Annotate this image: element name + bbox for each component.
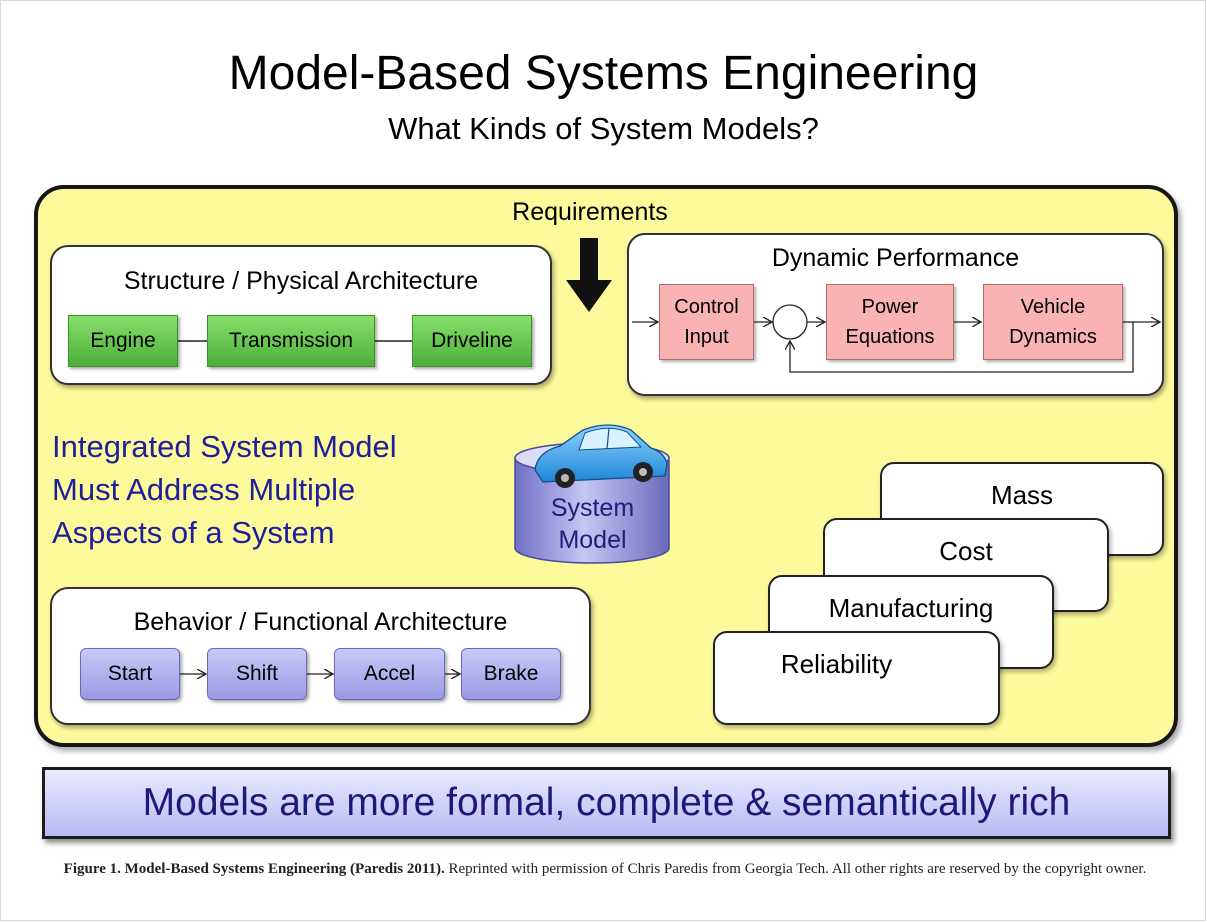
control-input-line1: Control <box>674 296 739 318</box>
car-icon <box>534 424 668 488</box>
page-title: Model-Based Systems Engineering <box>228 47 979 100</box>
page-subtitle: What Kinds of System Models? <box>388 111 819 146</box>
figure-caption: Figure 1. Model-Based Systems Engineerin… <box>40 856 1170 882</box>
transmission-block: Transmission <box>207 315 375 367</box>
shift-block: Shift <box>207 648 307 700</box>
requirements-label: Requirements <box>512 198 668 226</box>
aspect-label-manufacturing: Manufacturing <box>828 593 994 623</box>
power-equations-line2: Equations <box>845 326 935 348</box>
caption-text: Reprinted with permission of Chris Pared… <box>444 861 1147 877</box>
brake-block: Brake <box>461 648 561 700</box>
system-model-line2: Model <box>558 526 627 554</box>
driveline-block: Driveline <box>412 315 532 367</box>
power-equations-line1: Power <box>861 296 919 318</box>
aspect-label-mass: Mass <box>990 480 1054 510</box>
system-model-label: System Model <box>515 492 670 556</box>
integrated-line2: Must Address Multiple <box>52 472 356 507</box>
control-input-line2: Input <box>684 326 729 348</box>
aspect-label-reliability: Reliability <box>780 649 893 679</box>
accel-block: Accel <box>334 648 445 700</box>
integrated-model-text: Integrated System Model Must Address Mul… <box>52 425 512 554</box>
behavior-connectors <box>180 664 470 684</box>
summary-banner: Models are more formal, complete & seman… <box>42 767 1171 839</box>
structure-connectors <box>178 340 413 342</box>
vehicle-dynamics-line2: Dynamics <box>1009 326 1097 348</box>
dynamic-title: Dynamic Performance <box>771 244 1020 272</box>
aspect-label-cost: Cost <box>939 536 993 566</box>
integrated-line1: Integrated System Model <box>52 429 397 464</box>
behavior-title: Behavior / Functional Architecture <box>133 608 508 636</box>
engine-block: Engine <box>68 315 178 367</box>
integrated-line3: Aspects of a System <box>52 515 335 550</box>
structure-title: Structure / Physical Architecture <box>123 267 479 295</box>
system-model-line1: System <box>550 494 635 522</box>
aspect-card-reliability: Reliability <box>713 631 1000 725</box>
dynamic-signal-flow <box>632 304 1167 373</box>
vehicle-dynamics-line1: Vehicle <box>1020 296 1086 318</box>
caption-bold: Figure 1. Model-Based Systems Engineerin… <box>63 861 445 877</box>
start-block: Start <box>80 648 180 700</box>
down-arrow-icon <box>566 238 612 312</box>
system-model-database-icon <box>514 424 670 564</box>
